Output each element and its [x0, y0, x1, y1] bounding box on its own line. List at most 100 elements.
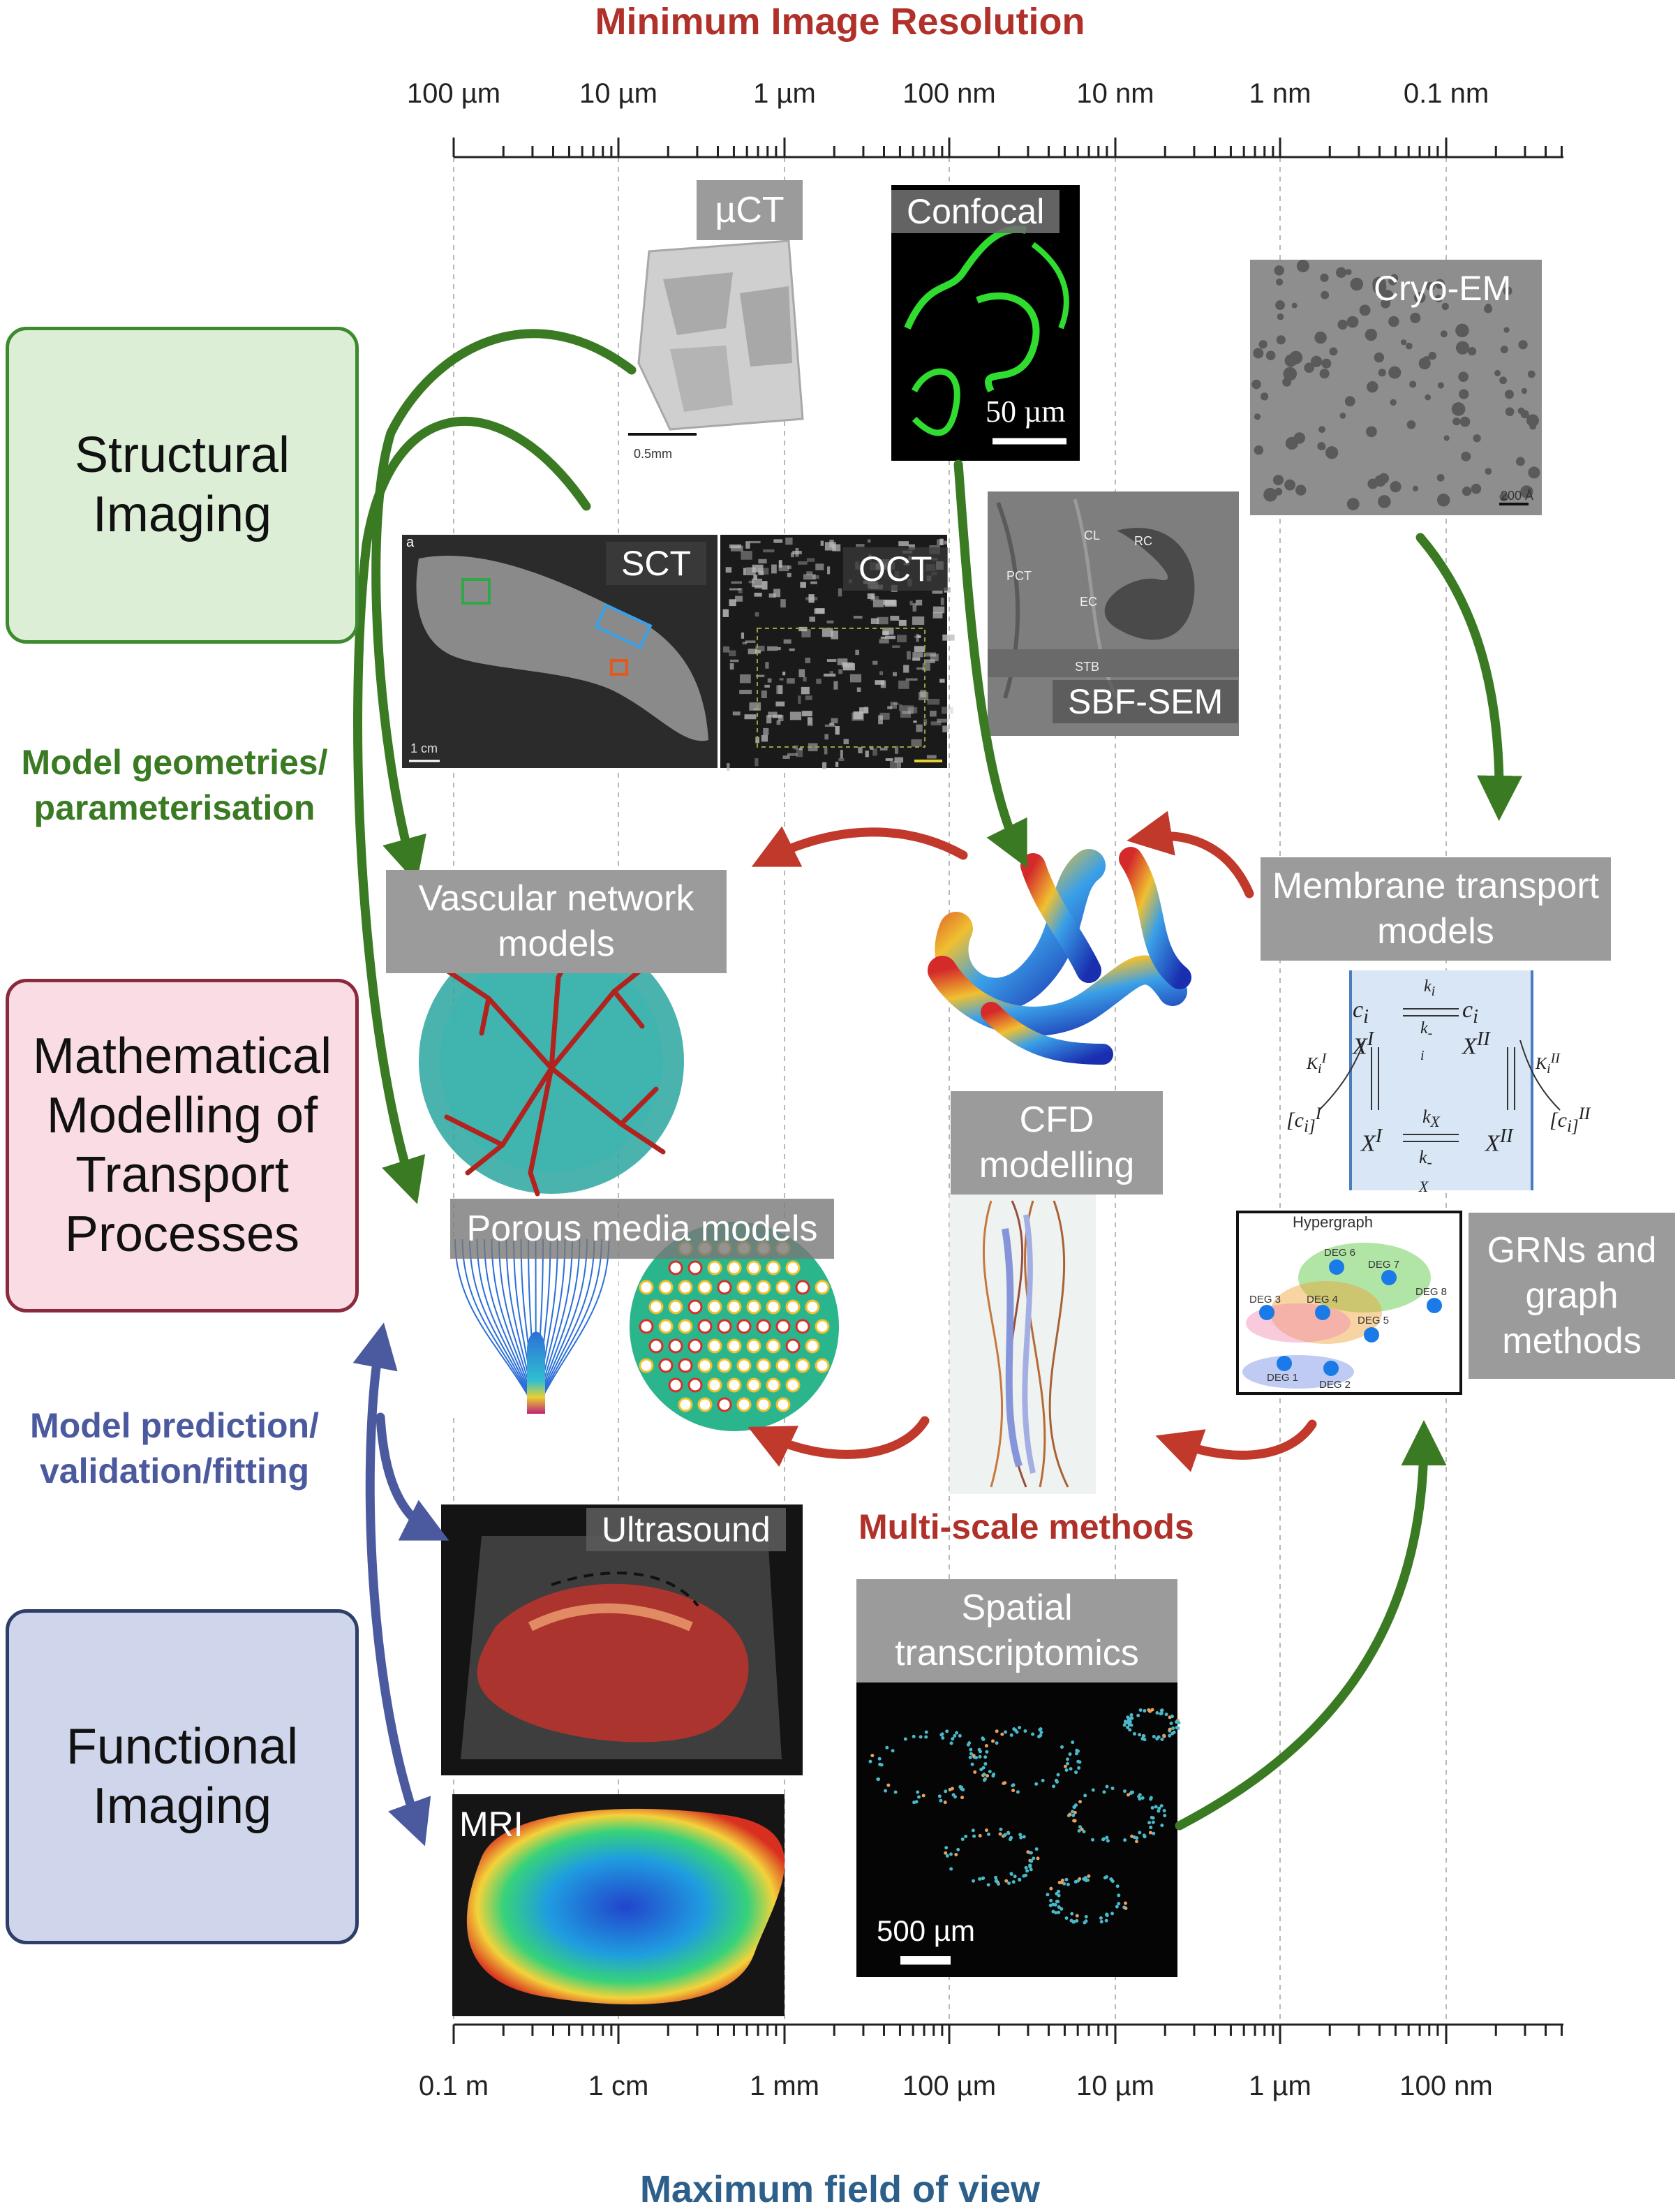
cryoem-particle [1526, 414, 1539, 427]
cryoem-particle [1405, 342, 1413, 350]
oct-speckle [916, 667, 925, 670]
oct-speckle [768, 593, 776, 598]
kinetic-right-conc: [ci]II [1549, 1104, 1591, 1136]
oct-speckle [831, 630, 839, 639]
cryoem-particle [1336, 267, 1347, 278]
oct-speckle [743, 568, 747, 575]
oct-speckle [807, 717, 812, 725]
spatial-spot [1039, 1730, 1043, 1734]
kinetic-bottom-left: XI [1361, 1125, 1383, 1157]
spatial-transcriptomics-label: Spatial transcriptomics [856, 1579, 1177, 1683]
cryoem-particle [1529, 422, 1537, 430]
oct-speckle [744, 714, 757, 720]
oct-speckle [908, 544, 915, 550]
spatial-spot [945, 1729, 949, 1733]
cryoem-particle [1253, 348, 1264, 359]
spatial-spot [924, 1735, 928, 1739]
spatial-spot [1149, 1826, 1153, 1830]
spatial-spot [1084, 1879, 1088, 1883]
porous-pore [668, 1260, 683, 1275]
oct-speckle [893, 672, 897, 676]
spatial-spot [1110, 1787, 1115, 1791]
oct-speckle [768, 711, 778, 718]
oct-speckle [776, 720, 781, 725]
spatial-spot [1051, 1909, 1055, 1914]
cryoem-particle [1515, 457, 1525, 466]
oct-speckle [783, 639, 791, 644]
oct-speckle [879, 712, 890, 720]
cryoem-particle [1319, 369, 1330, 379]
oct-speckle [856, 687, 861, 693]
spatial-spot [1124, 1906, 1128, 1910]
spatial-spot [1039, 1733, 1043, 1738]
hypergraph-node-7: DEG 7 [1368, 1259, 1400, 1271]
sbfsem-label: SBF-SEM [1053, 680, 1239, 723]
oct-speckle [820, 540, 824, 546]
spatial-spot [924, 1730, 928, 1734]
oct-speckle [835, 762, 839, 767]
spatial-spot [1078, 1825, 1082, 1829]
spatial-spot [1084, 1915, 1088, 1919]
spatial-spot [1123, 1789, 1127, 1794]
oct-speckle [749, 702, 761, 711]
spatial-spot [1160, 1737, 1164, 1741]
spatial-spot [986, 1774, 990, 1778]
porous-pore [785, 1377, 801, 1393]
uct-image [628, 239, 804, 436]
spatial-spot [982, 1773, 986, 1777]
spatial-spot [1008, 1837, 1012, 1842]
oct-speckle [757, 571, 764, 575]
oct-speckle [879, 747, 888, 751]
spatial-spot [1168, 1727, 1172, 1731]
spatial-spot [1069, 1918, 1073, 1923]
oct-speckle [897, 635, 907, 643]
spatial-spot [1115, 1905, 1119, 1909]
spatial-spot [1028, 1865, 1032, 1869]
spatial-spot [886, 1783, 891, 1787]
cryoem-particle [1254, 445, 1264, 455]
oct-speckle [942, 707, 953, 714]
spatial-spot [876, 1777, 880, 1782]
cryoem-particle [1318, 426, 1325, 434]
porous-pore [746, 1299, 761, 1315]
cryoem-particle [1321, 358, 1332, 369]
oct-speckle [756, 674, 765, 677]
oct-speckle [932, 590, 943, 594]
oct-speckle [798, 669, 805, 678]
porous-pore [746, 1338, 761, 1354]
spatial-spot [1029, 1859, 1034, 1863]
ultrasound-label: Ultrasound [586, 1508, 786, 1551]
oct-speckle [912, 603, 917, 612]
sbfsem-part-stb: STB [1075, 660, 1100, 674]
cryoem-particle [1272, 475, 1284, 486]
spatial-spot [1135, 1836, 1139, 1840]
oct-speckle [773, 539, 783, 543]
spatial-spot [958, 1733, 962, 1738]
spatial-spot [954, 1852, 958, 1856]
oct-speckle [796, 748, 803, 757]
oct-speckle [843, 739, 849, 745]
porous-pore [815, 1319, 830, 1334]
porous-pore [795, 1358, 810, 1373]
porous-pore [658, 1280, 674, 1295]
spatial-spot [1057, 1910, 1061, 1914]
oct-speckle [729, 588, 741, 591]
cryoem-particle [1274, 487, 1283, 496]
top-axis [452, 138, 1563, 158]
ultrasound-image [441, 1504, 803, 1775]
spatial-spot [1126, 1725, 1130, 1729]
oct-speckle [790, 552, 794, 558]
spatial-spot [1137, 1794, 1141, 1798]
oct-speckle [798, 626, 808, 632]
spatial-spot [1164, 1713, 1168, 1717]
oct-speckle [779, 678, 784, 681]
spatial-spot [981, 1737, 986, 1741]
oct-speckle [735, 596, 743, 602]
spatial-spot [1046, 1893, 1050, 1897]
oct-speckle [937, 718, 949, 723]
cryoem-particle [1390, 399, 1397, 406]
model-prediction-label: Model prediction/ validation/fitting [30, 1406, 319, 1491]
cryoem-particle [1517, 407, 1525, 415]
hypergraph-node-3: DEG 3 [1249, 1294, 1281, 1306]
